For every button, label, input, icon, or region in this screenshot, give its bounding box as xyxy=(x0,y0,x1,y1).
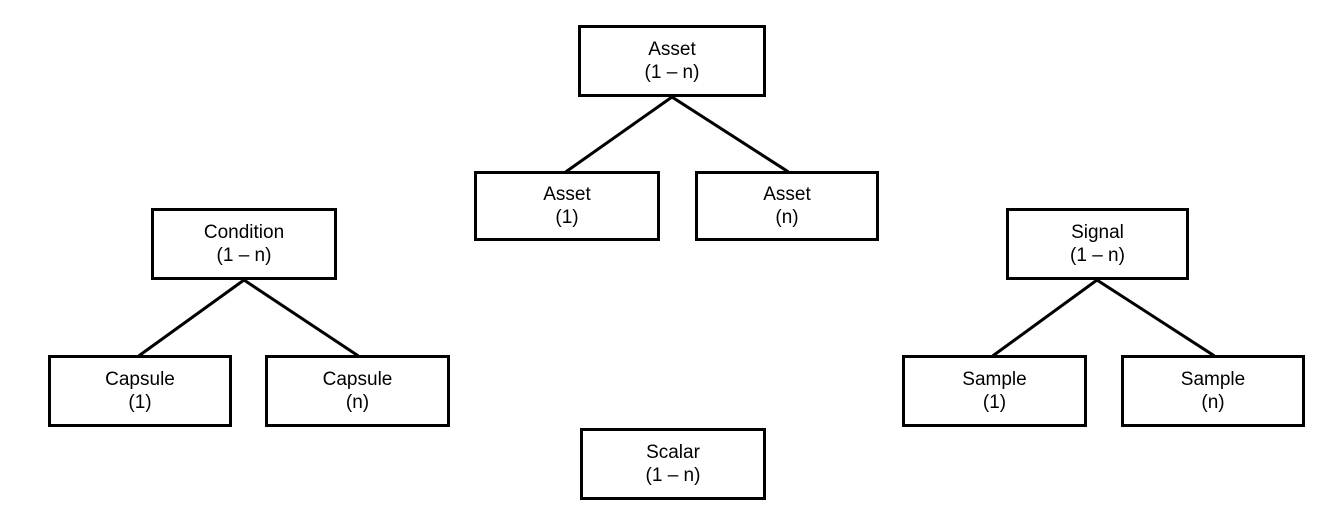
node-title: Capsule xyxy=(105,368,175,390)
node-title: Asset xyxy=(543,183,591,205)
connector-condition-root-to-capsule-n xyxy=(241,277,360,358)
node-cardinality: (1) xyxy=(128,392,152,413)
node-cardinality: (1) xyxy=(555,207,579,228)
node-sample-one[interactable]: Sample (1) xyxy=(902,355,1087,427)
node-cardinality: (n) xyxy=(775,207,799,228)
node-title: Scalar xyxy=(646,441,700,463)
node-title: Sample xyxy=(962,368,1027,390)
node-cardinality: (1 – n) xyxy=(216,245,272,266)
node-title: Capsule xyxy=(322,368,393,390)
node-title: Asset xyxy=(763,183,811,205)
connector-condition-root-to-capsule-one xyxy=(137,277,247,358)
node-sample-n[interactable]: Sample (n) xyxy=(1121,355,1305,427)
node-cardinality: (n) xyxy=(1201,392,1225,413)
connector-asset-root-to-asset-one xyxy=(564,94,675,174)
node-capsule-one[interactable]: Capsule (1) xyxy=(48,355,232,427)
node-title: Sample xyxy=(1180,368,1246,390)
node-cardinality: (1 – n) xyxy=(1070,245,1125,266)
connector-asset-root-to-asset-n xyxy=(669,94,790,174)
node-cardinality: (1 – n) xyxy=(645,465,701,486)
node-condition-root[interactable]: Condition (1 – n) xyxy=(151,208,337,280)
node-capsule-n[interactable]: Capsule (n) xyxy=(265,355,450,427)
connector-signal-root-to-sample-n xyxy=(1094,277,1216,358)
connector-signal-root-to-sample-one xyxy=(991,277,1100,358)
node-cardinality: (n) xyxy=(345,392,370,413)
node-cardinality: (1) xyxy=(982,392,1007,413)
node-title: Signal xyxy=(1071,221,1124,243)
node-title: Condition xyxy=(203,221,285,243)
node-title: Asset xyxy=(648,38,696,60)
node-scalar[interactable]: Scalar (1 – n) xyxy=(580,428,766,500)
node-cardinality: (1 – n) xyxy=(644,62,700,83)
node-asset-n[interactable]: Asset (n) xyxy=(695,171,879,241)
node-signal-root[interactable]: Signal (1 – n) xyxy=(1006,208,1189,280)
node-asset-one[interactable]: Asset (1) xyxy=(474,171,660,241)
node-asset-root[interactable]: Asset (1 – n) xyxy=(578,25,766,97)
